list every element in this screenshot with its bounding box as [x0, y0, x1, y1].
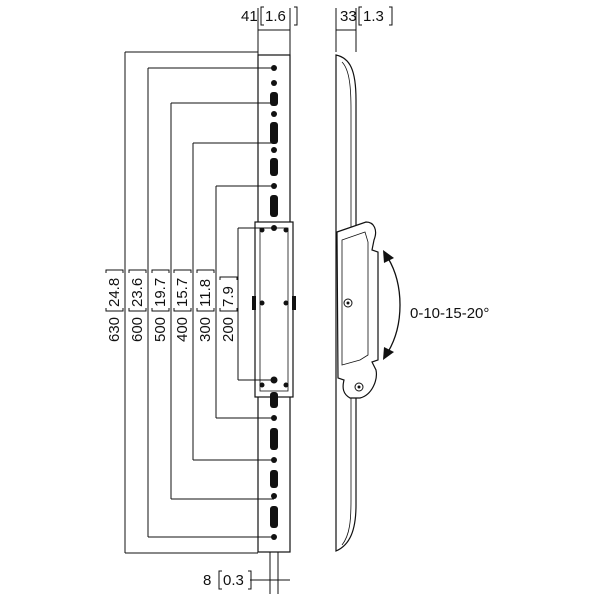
- svg-text:19.7: 19.7: [152, 278, 169, 307]
- svg-text:600: 600: [129, 317, 146, 342]
- rail-hole: [271, 80, 277, 86]
- rail-slot: [270, 470, 278, 488]
- dim-height-630: 630 24.8: [105, 269, 124, 342]
- rail-slots: [259, 65, 289, 540]
- svg-text:24.8: 24.8: [106, 278, 123, 307]
- bracket-bolt: [283, 382, 289, 388]
- svg-text:400: 400: [174, 317, 191, 342]
- dim-top-width-mm: 41: [241, 8, 258, 25]
- dim-height-600: 600 23.6: [128, 269, 147, 342]
- svg-text:15.7: 15.7: [174, 278, 191, 307]
- dim-bottom-offset-mm: 8: [203, 572, 211, 589]
- rail-slot: [270, 195, 278, 217]
- dim-bottom-offset-inch: 0.3: [223, 572, 244, 589]
- dim-side-depth-inch: 1.3: [363, 8, 384, 25]
- bracket-tab-left: [252, 296, 256, 310]
- bracket-bolt: [283, 300, 289, 306]
- dim-height-300: 300 11.8: [196, 269, 215, 342]
- dim-height-400: 400 15.7: [173, 269, 192, 342]
- dim-height-200: 200 7.9: [219, 276, 238, 342]
- height-dimensions: 630 24.8 600 23.6 500 19.7 400 15.7 300 …: [105, 51, 274, 554]
- rail-slot: [270, 158, 278, 176]
- rail-hole: [271, 147, 277, 153]
- rail-slot: [270, 428, 278, 450]
- rail-slot: [270, 122, 278, 144]
- tilt-angle-label: 0-10-15-20°: [410, 305, 489, 322]
- dim-side-depth: 33 1.3: [335, 6, 393, 52]
- bracket-bolt: [259, 300, 265, 306]
- rail-hole: [271, 111, 277, 117]
- svg-text:630: 630: [106, 317, 123, 342]
- bracket-bolt: [259, 382, 265, 388]
- svg-text:11.8: 11.8: [197, 279, 214, 307]
- dim-top-width: 41 1.6: [241, 6, 298, 55]
- rail-slot: [270, 92, 278, 106]
- rail-slot: [270, 392, 278, 408]
- tilt-bracket-inner: [341, 231, 369, 366]
- tilt-arrow: [383, 250, 401, 360]
- bracket-bolt: [259, 227, 265, 233]
- svg-text:500: 500: [152, 317, 169, 342]
- dim-side-depth-mm: 33: [340, 8, 357, 25]
- dim-bottom-offset: 8 0.3: [203, 552, 290, 594]
- rail-slot: [270, 506, 278, 528]
- dim-height-500: 500 19.7: [151, 269, 170, 342]
- bracket-bolt: [283, 227, 289, 233]
- tilt-bracket: [336, 221, 379, 399]
- svg-text:200: 200: [220, 317, 237, 342]
- rail-front-view: [252, 54, 296, 553]
- svg-text:300: 300: [197, 317, 214, 342]
- center-bracket: [254, 221, 294, 398]
- svg-text:23.6: 23.6: [129, 278, 146, 307]
- dim-top-width-inch: 1.6: [265, 8, 286, 25]
- tilt-arrow-head-down: [383, 347, 394, 360]
- bracket-tab-right: [292, 296, 296, 310]
- rail-side-view: [335, 54, 379, 552]
- svg-text:7.9: 7.9: [220, 286, 237, 307]
- rail-hole: [271, 493, 277, 499]
- tilt-arrow-head-up: [383, 250, 394, 263]
